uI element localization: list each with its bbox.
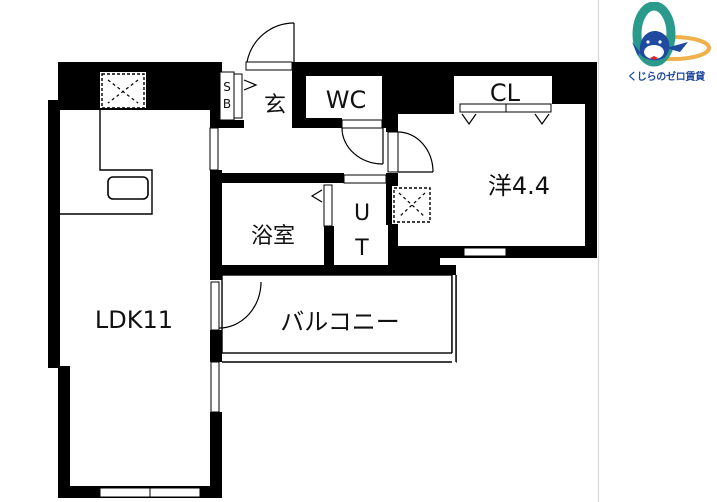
- entrance-label: 玄: [264, 93, 286, 118]
- ldk-corridor-opening: [209, 127, 219, 171]
- ldk-bottom-window: [99, 487, 201, 498]
- whale-zero-logo-icon: [632, 1, 711, 67]
- utility-label-u: U: [354, 201, 370, 226]
- ldk-side-window: [210, 361, 220, 413]
- balcony-label: バルコニー: [280, 308, 400, 336]
- entrance-door[interactable]: [245, 22, 295, 71]
- brand-name: くじらのゼロ賃貸: [627, 72, 705, 83]
- ventilation-duct-icon: [392, 186, 432, 224]
- ldk-label: LDK11: [95, 306, 173, 334]
- panel-divider: [598, 0, 599, 502]
- kitchen-area: [60, 72, 153, 215]
- closet-label: CL: [490, 79, 521, 107]
- shoe-box: S B: [219, 71, 258, 121]
- western-room-label: 洋4.4: [488, 172, 550, 200]
- bath-label: 浴室: [251, 224, 295, 249]
- wc-label: WC: [326, 86, 367, 114]
- shoe-box-label-s: S: [223, 80, 231, 94]
- ventilation-duct-icon: [101, 73, 145, 109]
- western-window: [463, 247, 507, 257]
- balcony-door[interactable]: [210, 281, 262, 331]
- utility-label-t: T: [354, 236, 369, 261]
- western-room-door[interactable]: [387, 131, 434, 173]
- bath-door[interactable]: [310, 184, 333, 227]
- closet-doors[interactable]: [459, 103, 552, 126]
- shoe-box-label-b: B: [223, 97, 231, 111]
- ut-door[interactable]: [343, 174, 387, 184]
- floor-plan: S B: [48, 22, 597, 498]
- wc-door[interactable]: [341, 119, 384, 165]
- brand-logo[interactable]: くじらのゼロ賃貸: [616, 1, 716, 86]
- sink-icon: [107, 176, 149, 200]
